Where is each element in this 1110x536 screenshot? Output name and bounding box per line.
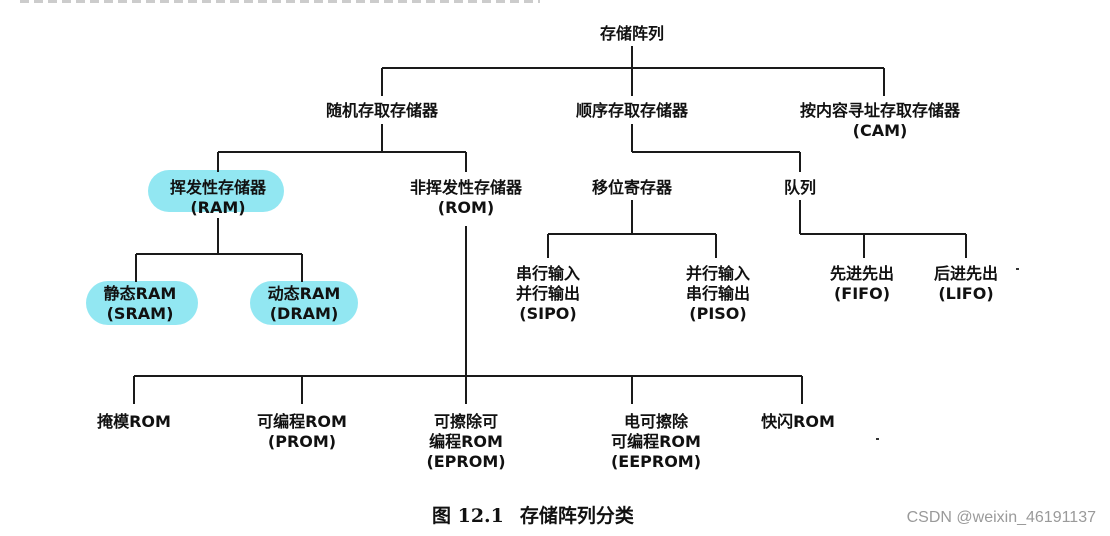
node-mask-rom: 掩模ROM	[97, 412, 171, 432]
node-label-line1: 静态RAM	[103, 284, 177, 303]
node-label: 快闪ROM	[761, 412, 835, 431]
node-label-line3: (SIPO)	[519, 304, 577, 323]
node-label-line1: 后进先出	[933, 264, 999, 283]
node-label: 掩模ROM	[97, 412, 171, 431]
node-random-access-memory: 随机存取存储器	[326, 101, 438, 121]
node-label: 存储阵列	[599, 24, 665, 43]
node-label-line2: (ROM)	[437, 198, 495, 217]
node-label-line1: 可编程ROM	[257, 412, 347, 431]
node-volatile-memory: 挥发性存储器 (RAM)	[170, 178, 266, 218]
node-fifo: 先进先出 (FIFO)	[830, 264, 894, 304]
node-label-line1: 串行输入	[515, 264, 581, 283]
node-label-line1: 按内容寻址存取存储器	[799, 101, 961, 120]
node-eprom: 可擦除可 编程ROM (EPROM)	[426, 412, 505, 472]
scan-speck	[876, 438, 879, 440]
node-prom: 可编程ROM (PROM)	[257, 412, 347, 452]
node-lifo: 后进先出 (LIFO)	[934, 264, 998, 304]
node-label-line1: 挥发性存储器	[169, 178, 267, 197]
node-label: 随机存取存储器	[325, 101, 439, 120]
node-label-line2: (LIFO)	[938, 284, 994, 303]
node-label-line1: 先进先出	[829, 264, 895, 283]
node-sequential-access-memory: 顺序存取存储器	[576, 101, 688, 121]
node-label-line1: 并行输入	[685, 264, 751, 283]
node-label-line3: (EPROM)	[426, 452, 506, 471]
node-label-line2: (SRAM)	[106, 304, 174, 323]
figure-number: 图 12.1	[432, 505, 504, 527]
scan-speck	[1016, 268, 1019, 270]
highlight-volatile	[148, 170, 284, 212]
connector-lines	[133, 46, 967, 404]
csdn-watermark: CSDN @weixin_46191137	[906, 509, 1096, 526]
node-label-line3: (PISO)	[689, 304, 747, 323]
node-label-line1: 非挥发性存储器	[409, 178, 523, 197]
node-flash-rom: 快闪ROM	[761, 412, 835, 432]
node-label: 移位寄存器	[591, 178, 673, 197]
node-label-line1: 可擦除可	[433, 412, 498, 431]
node-label-line3: (EEPROM)	[610, 452, 702, 471]
node-queue: 队列	[784, 178, 816, 198]
highlight-sram	[86, 281, 198, 325]
node-dram: 动态RAM (DRAM)	[268, 284, 341, 324]
node-label-line2: (RAM)	[190, 198, 246, 217]
node-storage-array: 存储阵列	[600, 24, 664, 44]
highlight-dram	[250, 281, 358, 325]
node-label-line2: (PROM)	[267, 432, 337, 451]
node-label: 顺序存取存储器	[575, 101, 689, 120]
cropped-text-fragment	[20, 0, 540, 3]
node-label-line1: 动态RAM	[267, 284, 341, 303]
node-label-line1: 电可擦除	[623, 412, 688, 431]
node-nonvolatile-memory: 非挥发性存储器 (ROM)	[410, 178, 522, 218]
figure-caption: 图 12.1 存储阵列分类	[432, 501, 634, 528]
node-content-addressable-memory: 按内容寻址存取存储器 (CAM)	[800, 101, 960, 141]
node-label-line2: (FIFO)	[833, 284, 891, 303]
node-label: 队列	[783, 178, 817, 197]
node-sram: 静态RAM (SRAM)	[104, 284, 177, 324]
highlight-marks	[86, 170, 358, 325]
node-eeprom: 电可擦除 可编程ROM (EEPROM)	[611, 412, 701, 472]
node-shift-register: 移位寄存器	[592, 178, 672, 198]
node-label-line2: 并行输出	[515, 284, 581, 303]
node-label-line2: 串行输出	[685, 284, 751, 303]
node-label-line2: (CAM)	[852, 121, 908, 140]
node-sipo: 串行输入 并行输出 (SIPO)	[516, 264, 580, 324]
node-label-line2: 可编程ROM	[611, 432, 701, 451]
node-label-line2: (DRAM)	[269, 304, 339, 323]
node-label-line2: 编程ROM	[429, 432, 503, 451]
node-piso: 并行输入 串行输出 (PISO)	[686, 264, 750, 324]
figure-title: 存储阵列分类	[519, 505, 634, 527]
